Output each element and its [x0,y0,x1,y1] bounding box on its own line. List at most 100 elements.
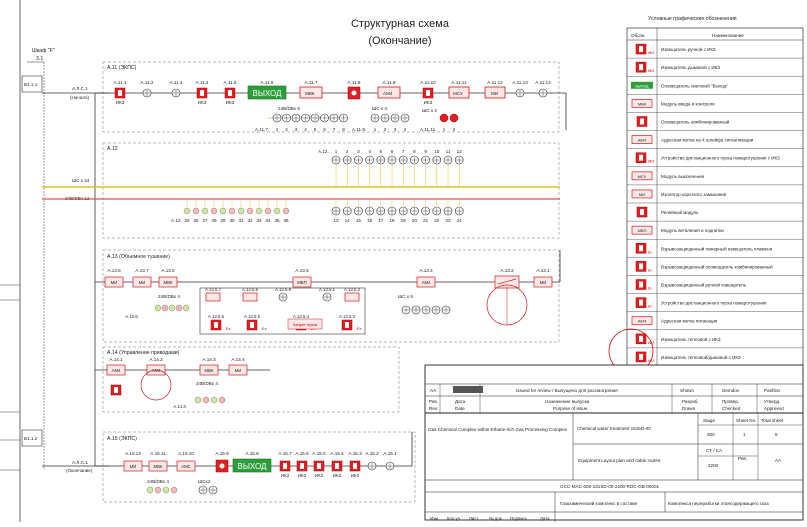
a14-mini-label: А.14.3. [173,404,187,409]
a12-bottom-left-detector [201,207,209,215]
legend-symbol-text: МСУ [638,174,647,179]
section-frame-a12 [102,142,560,239]
a15-dev-label: А.15.9 [215,451,229,456]
section-frame-a13 [102,249,560,343]
legend-symbol-text: Ex [648,268,652,272]
a11-sub-num: 3 [394,127,397,132]
a13-mini-detector [154,304,162,312]
legend-box-symbol [631,316,653,326]
diagram-subtitle: (Окончание) [368,35,431,47]
legend-item-name: Модуль ветвления и подпитки [661,228,724,233]
a15-dev-label: А.15.2 [365,451,379,456]
a12-bottom-right-num: 20 [412,218,418,223]
a12-bottom-right-num: 18 [389,218,395,223]
a11-sub-num: 2 [285,127,288,132]
a12-bottom-right-num: 21 [423,218,429,223]
a11-sub-flame-detector [439,113,449,123]
tb-total-label: Total sheet [761,418,784,423]
a13-module-label: А.13.4 [419,268,433,273]
legend-box-symbol [631,225,653,235]
a11-shc-label: ШС х 4 [372,106,387,111]
a13-bus: 24В/DВх 4 [158,294,180,299]
a12-top-num: 2 [346,149,349,154]
section-frame-a11 [102,61,560,133]
legend-item-name: Взрывозащищенный пожарный извещатель пла… [661,245,773,251]
a11-dev-label: А.11.5 [224,80,237,85]
a13-module-box [104,276,124,288]
a12-top-num: 1 [335,149,338,154]
legend-symbol-text: Ex [648,250,652,254]
a12-top-num: 7 [402,149,405,154]
tb-sheet: 1 [743,432,746,437]
a12-bottom-left-detector [264,207,272,215]
tb-approved-ru: Утверд. [764,399,780,404]
tb-scale: 2200 [708,463,719,468]
a15-dev-label: А.15.12 [125,451,141,456]
a12-bottom-left-num: 32 [247,218,253,223]
a11-sub-num: 2 [453,127,456,132]
legend-box-symbol [631,99,653,108]
legend-exit-symbol [631,81,653,89]
a13-sub-label: А.13.5.8 [242,287,259,292]
a15-ikz-label: ИКЗ [351,473,360,478]
block-b111 [21,75,43,93]
legend-item-name: Оповещатель световой "Выход" [661,82,728,88]
tb-checked-ru: Провер. [722,399,739,404]
a11-sub-num: 1 [276,127,279,132]
tb-rev-aa: АА [430,388,437,393]
a11-dev-label: А.11.14 [535,80,551,85]
tb-drawn-ru: Разраб. [682,399,699,404]
a12-bottom-left-detector [228,207,236,215]
a11-dev-label: А.11.12 [487,80,503,85]
a15-ikz-label: ИКЗ [315,473,324,478]
a13-module-text: МВК [164,280,173,285]
a11-ikz-label: ИКЗ [198,100,207,105]
diagram-title: Структурная схема [351,18,450,30]
legend-symbol-text: ВЫХОД [635,84,649,88]
a13-ex-label: Ex [262,326,267,331]
a13-relay-module [494,275,520,289]
tb-checked-en: Checked [722,406,741,411]
tb-drawn-en: Drawn [682,406,696,411]
a12-top-num: 9 [424,149,427,154]
legend-symbol-text: МВП [638,228,647,233]
a11-sub-num: 3 [295,127,298,132]
legend-symbol-text: ИКЗ [648,160,654,164]
tb-purpose-en: Purpose of issue [553,406,588,411]
tb-rev-en: Rev. [429,406,438,411]
a11-mi-text: МИ [491,91,498,96]
a12-top-num: 6 [391,149,394,154]
a12-bottom-left-detector [246,207,254,215]
a11-sub-num: 8 [342,127,345,132]
tb-bottom-label: Дата [540,516,550,521]
a13-sub-label: А.13.5.1 [319,287,336,292]
a12-bottom-right-num: 23 [445,218,451,223]
a12-bottom-left-num: 25 [184,218,190,223]
a13-module-text: МИ [139,280,146,285]
a13-module-label: А.13.6 [161,268,175,273]
a14-module-text: АМ4 [152,368,161,373]
a13-module-label: А.13.7 [135,268,149,273]
a15-shc: ШСх2 [198,479,211,484]
a15-ikz-label: ИКЗ [281,473,290,478]
a13-module-box [158,276,178,288]
a15-exit-text: ВЫХОД [238,462,268,471]
a12-top-num: 12 [457,149,463,154]
a12-bottom-right-num: 13 [333,218,339,223]
section-frame-a15 [102,431,416,503]
a13-mini-detector [182,304,190,312]
a12-top-num: 10 [434,149,440,154]
tb-total: 5 [775,432,778,437]
a13-relay-label: А.13.2 [500,268,514,273]
line1-state: (Начало) [70,95,90,100]
a11-sub-num: 4 [304,127,307,132]
tb-issued-for: Issued for review / Выпущено для рассмот… [516,388,618,393]
a11-sub-num: 1 [374,127,377,132]
section-a15-label: А.15 (ЭКПС) [107,436,137,442]
a11-dev-label: А.11.9 [383,80,396,85]
tb-panfilov: Panfilov [764,388,781,393]
